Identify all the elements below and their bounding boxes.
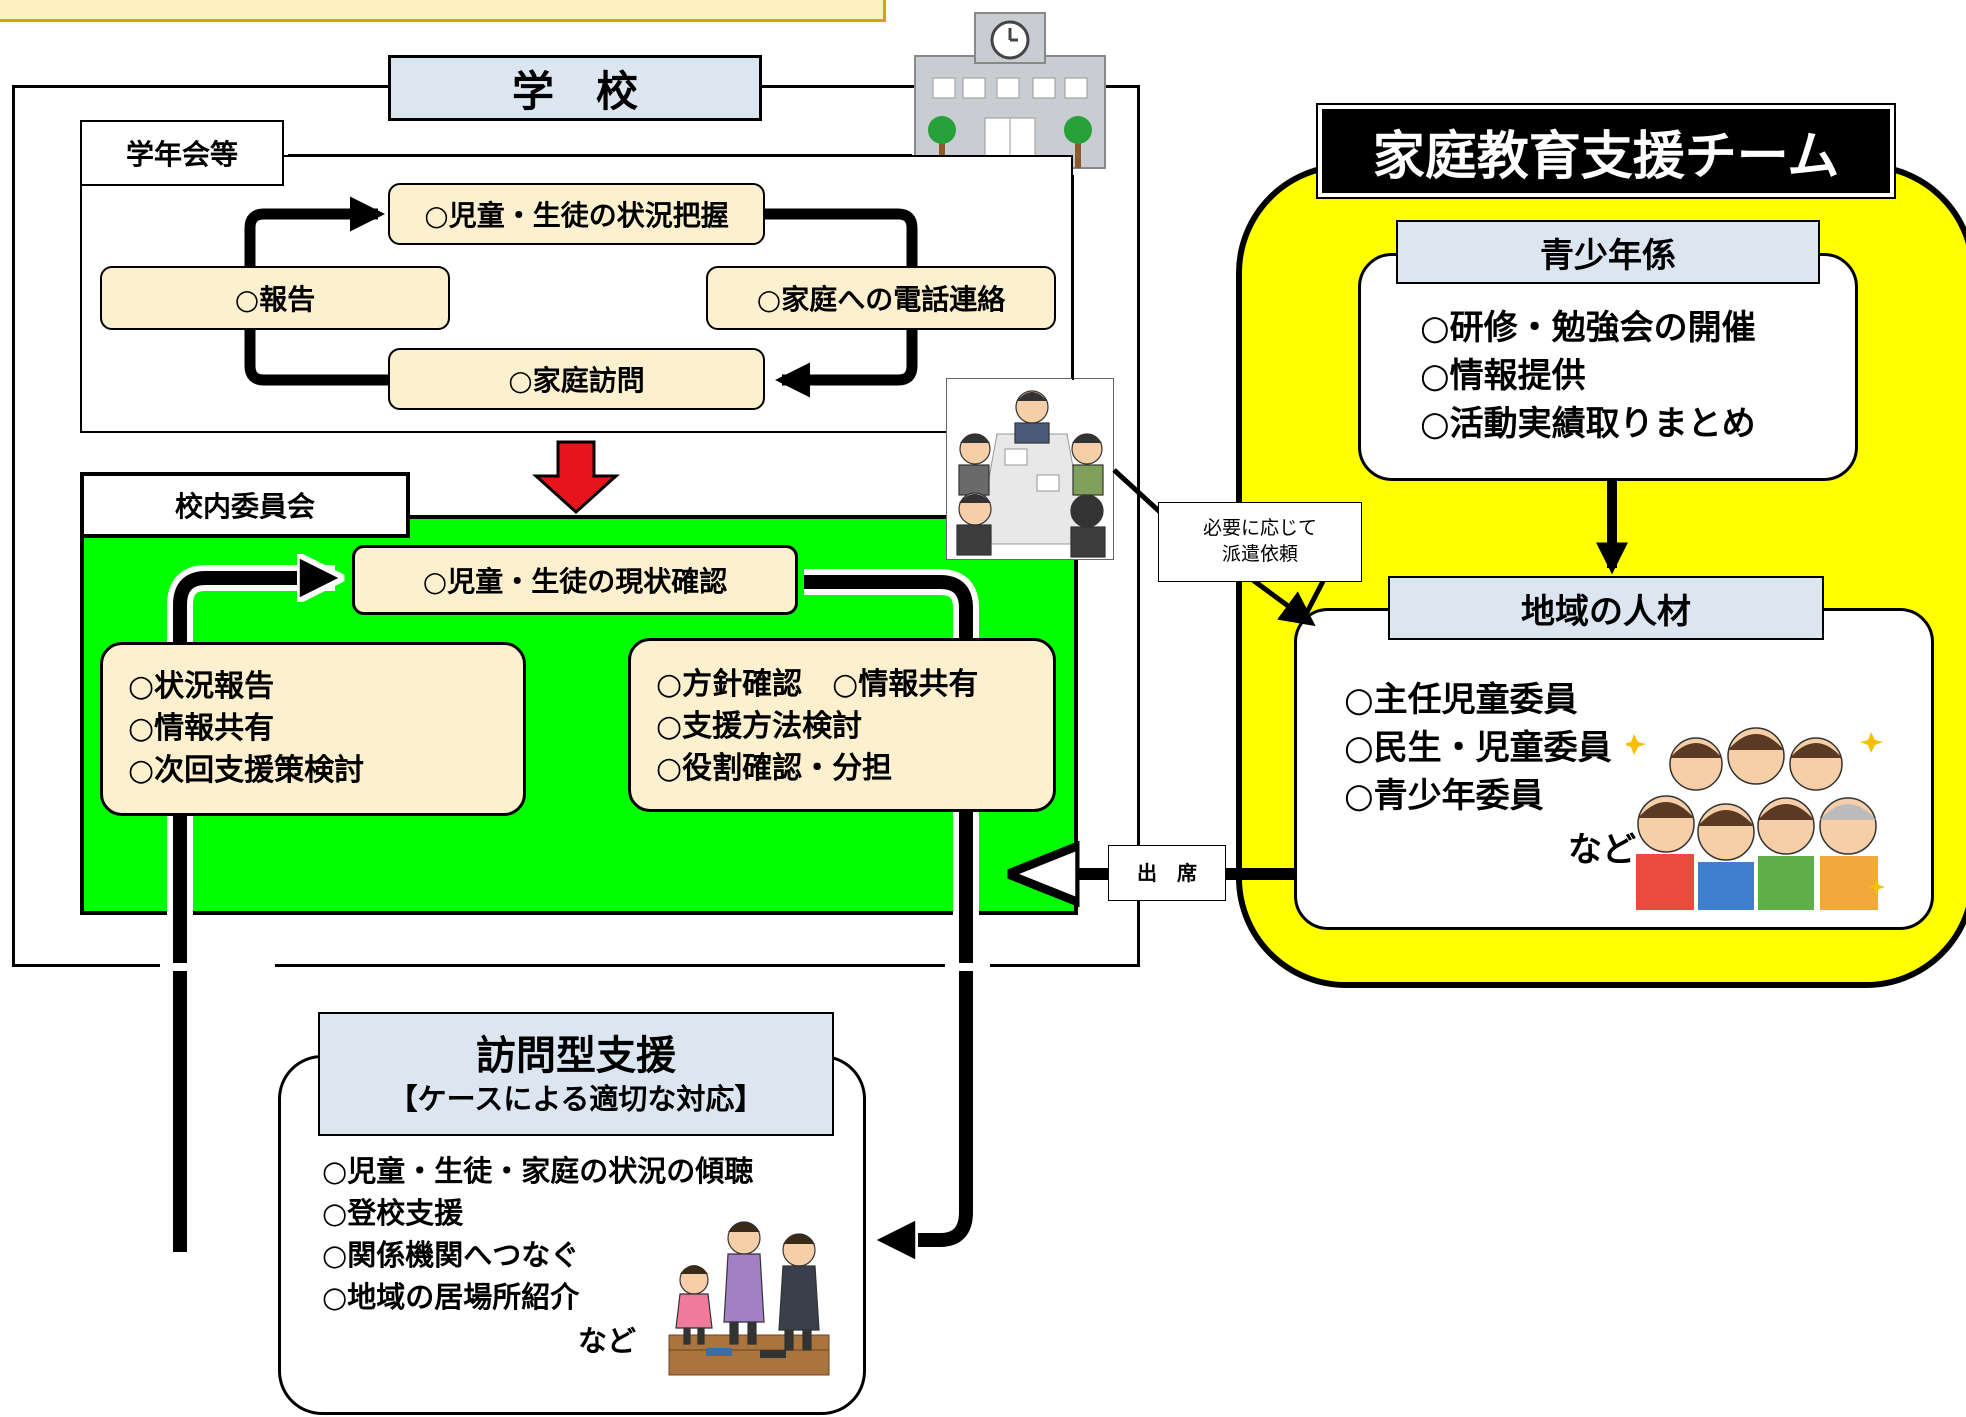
committee-left-item: ○状況報告: [128, 669, 275, 704]
youth-item: ○研修・勉強会の開催: [1420, 308, 1756, 348]
visit-header: 訪問型支援 【ケースによる適切な対応】: [318, 1012, 834, 1136]
youth-item: ○情報提供: [1420, 356, 1586, 396]
committee-right-list: ○方針確認 ○情報共有 ○支援方法検討 ○役割確認・分担: [656, 664, 978, 790]
community-item: ○民生・児童委員: [1344, 728, 1612, 768]
cycle-arrow-top: [244, 196, 386, 270]
visit-item: ○児童・生徒・家庭の状況の傾聴: [322, 1154, 754, 1188]
visit-title: 訪問型支援: [476, 1032, 676, 1079]
youth-section-list: ○研修・勉強会の開催 ○情報提供 ○活動実績取りまとめ: [1420, 304, 1756, 448]
cycle-arrow-bottom: [244, 330, 388, 386]
youth-section-title: 青少年係: [1396, 220, 1820, 284]
committee-label: 校内委員会: [80, 472, 410, 538]
youth-section-box: [1358, 253, 1858, 481]
committee-left-box: [100, 642, 526, 816]
committee-right-box: [628, 638, 1056, 812]
step-home-visit: ○家庭訪問: [388, 348, 765, 410]
visit-subtitle: 【ケースによる適切な対応】: [388, 1081, 764, 1116]
dispatch-note-line1: 必要に応じて: [1202, 517, 1317, 540]
committee-right-item: ○支援方法検討: [656, 709, 863, 744]
top-banner: [0, 0, 886, 22]
grade-meeting-label: 学年会等: [80, 120, 284, 186]
committee-right-item: ○役割確認・分担: [656, 751, 893, 786]
meeting-illustration: [946, 378, 1114, 560]
dispatch-note-line2: 派遣依頼: [1221, 543, 1298, 565]
community-title: 地域の人材: [1388, 576, 1824, 640]
visit-item: ○関係機関へつなぐ: [322, 1238, 580, 1272]
visit-etc: など: [578, 1324, 637, 1358]
attend-note: 出 席: [1108, 845, 1226, 901]
crowd-illustration: [1623, 714, 1892, 910]
step-phone-contact: ○家庭への電話連絡: [706, 266, 1056, 330]
community-list: ○主任児童委員 ○民生・児童委員 ○青少年委員: [1344, 676, 1612, 820]
community-item: ○主任児童委員: [1344, 680, 1578, 720]
school-title: 学 校: [388, 55, 762, 121]
visit-item: ○登校支援: [322, 1196, 464, 1230]
step-status-grasp: ○児童・生徒の状況把握: [388, 183, 765, 245]
step-report: ○報告: [100, 266, 450, 330]
red-down-arrow: [532, 440, 620, 515]
community-item: ○青少年委員: [1344, 776, 1544, 816]
dispatch-note: 必要に応じて 派遣依頼: [1158, 502, 1362, 582]
school-building-icon: [905, 8, 1115, 173]
visit-item: ○地域の居場所紹介: [322, 1280, 580, 1314]
youth-item: ○活動実績取りまとめ: [1420, 404, 1756, 444]
committee-left-item: ○次回支援策検討: [128, 753, 365, 788]
committee-left-list: ○状況報告 ○情報共有 ○次回支援策検討: [128, 666, 364, 792]
home-visit-illustration: [664, 1210, 844, 1385]
committee-top: ○児童・生徒の現状確認: [352, 545, 798, 615]
committee-loop: [167, 578, 979, 1252]
committee-right-item: ○方針確認 ○情報共有: [656, 667, 979, 702]
team-title: 家庭教育支援チーム: [1316, 103, 1896, 199]
visit-list: ○児童・生徒・家庭の状況の傾聴 ○登校支援 ○関係機関へつなぐ ○地域の居場所紹…: [322, 1150, 753, 1318]
committee-left-item: ○情報共有: [128, 711, 275, 746]
community-etc: など: [1568, 830, 1636, 870]
